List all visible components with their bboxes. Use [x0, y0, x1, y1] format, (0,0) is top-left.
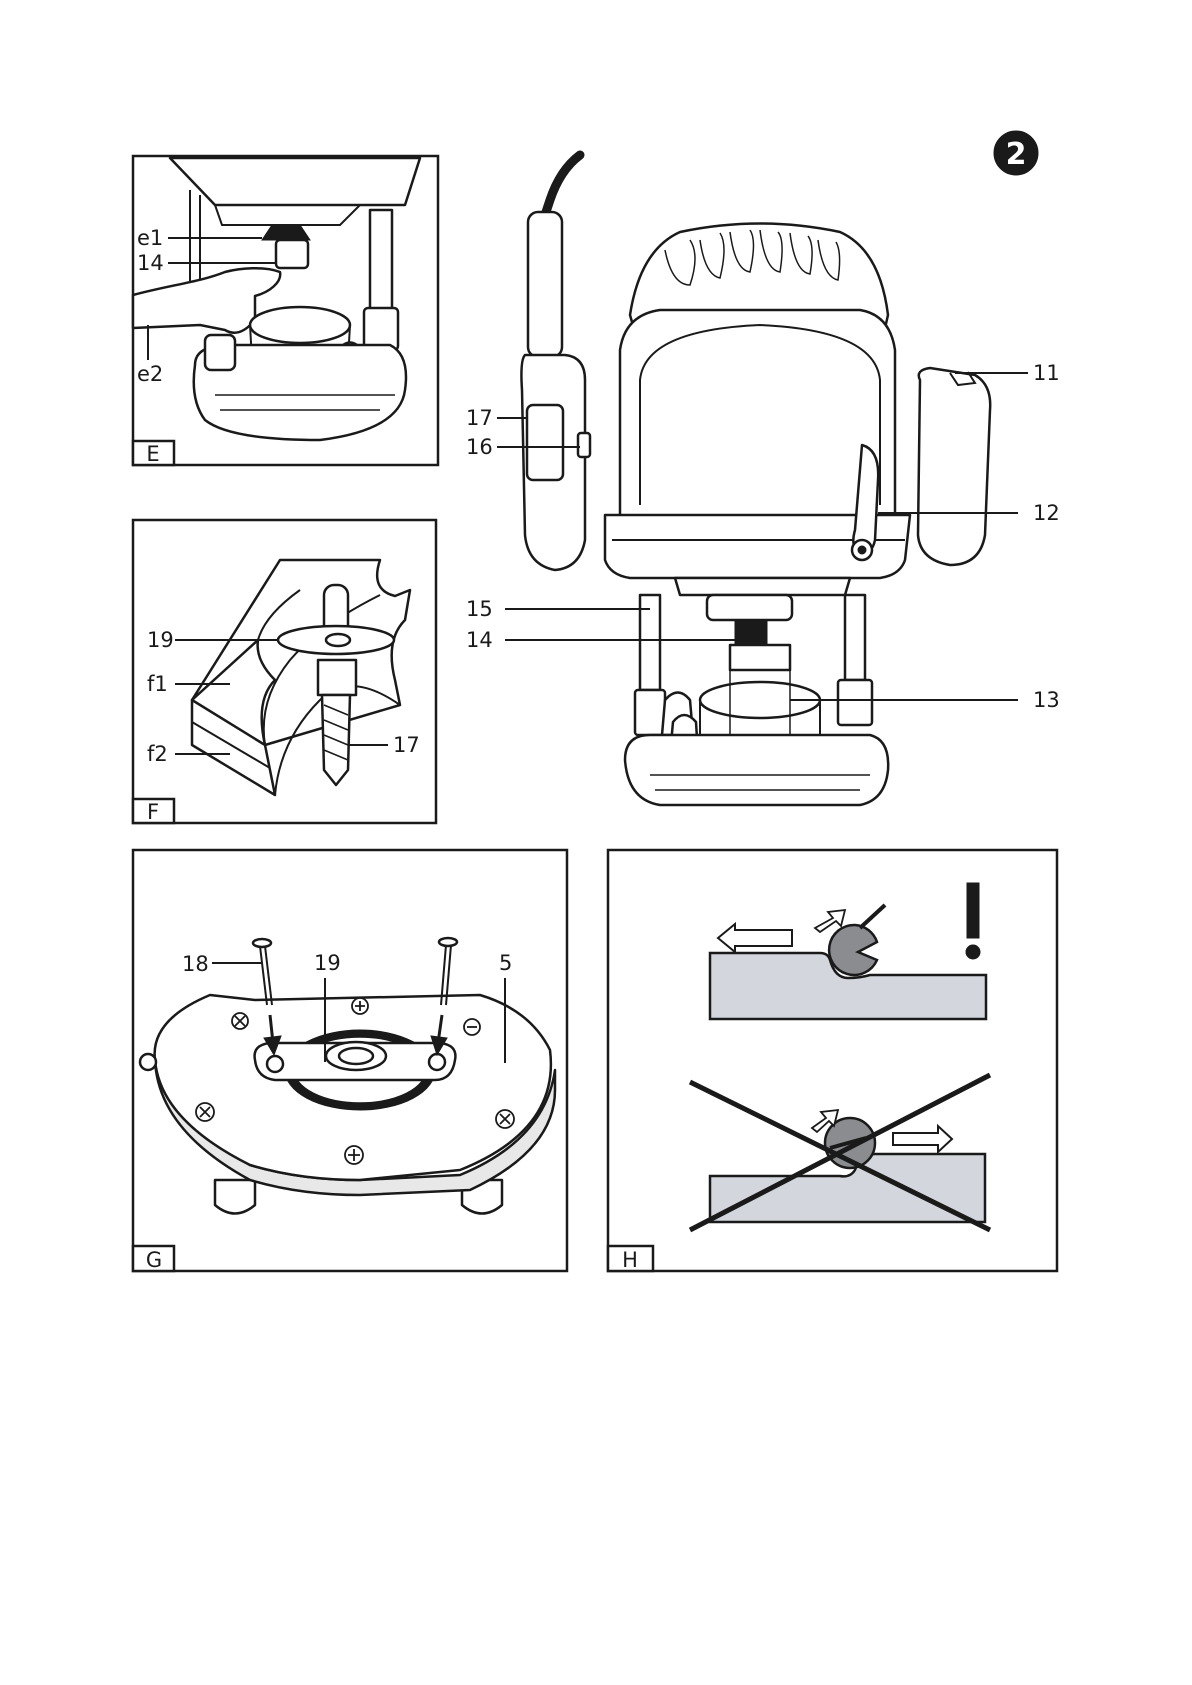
- callout-17-f: 17: [393, 733, 420, 757]
- callout-f1: f1: [147, 672, 168, 696]
- badge-number: 2: [1006, 137, 1027, 172]
- callout-19-f: 19: [147, 628, 174, 652]
- callout-11: 11: [1033, 361, 1060, 385]
- panel-f: 19 f1 f2 17 F: [133, 520, 436, 824]
- callout-14-main: 14: [466, 628, 493, 652]
- callout-13: 13: [1033, 688, 1060, 712]
- callout-18: 18: [182, 952, 209, 976]
- callout-14-e: 14: [137, 251, 164, 275]
- panel-f-label: F: [147, 800, 159, 824]
- callout-16-main: 16: [466, 435, 493, 459]
- motor-housing: [620, 310, 895, 520]
- callout-f2: f2: [147, 742, 168, 766]
- panel-h: ! H: [608, 850, 1057, 1272]
- router-main-view: 17 16 15 14 11 12 13: [466, 155, 1060, 805]
- panel-g-label: G: [146, 1248, 162, 1272]
- panel-e-label: E: [146, 442, 159, 466]
- switch-17: [527, 405, 563, 480]
- router-base-main: [625, 735, 888, 805]
- router-head-detail: [170, 158, 420, 205]
- callout-12: 12: [1033, 501, 1060, 525]
- warning-mark: [966, 883, 980, 959]
- power-cord: [545, 155, 580, 215]
- right-handle: [918, 368, 990, 565]
- callout-15-main: 15: [466, 597, 493, 621]
- guide-column-right: [845, 595, 865, 680]
- callout-17-main: 17: [466, 406, 493, 430]
- callout-e1: e1: [137, 226, 163, 250]
- panel-g: 18 19 5 G: [133, 850, 567, 1272]
- collet-nut-14: [276, 240, 308, 268]
- callout-e2: e2: [137, 362, 163, 386]
- panel-h-label: H: [622, 1248, 638, 1272]
- guide-column: [370, 210, 392, 310]
- lock-button-16: [578, 433, 590, 457]
- figure-number-badge: 2: [994, 131, 1038, 175]
- panel-e: e1 14 e2 E: [133, 156, 438, 466]
- collet-14: [735, 620, 767, 645]
- callout-5: 5: [499, 951, 512, 975]
- callout-19-g: 19: [314, 951, 341, 975]
